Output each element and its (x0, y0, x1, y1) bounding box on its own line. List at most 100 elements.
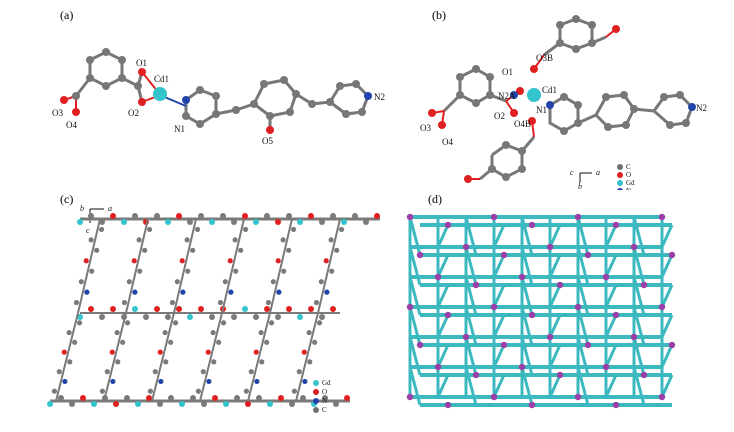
net-rod (576, 366, 590, 406)
ligand-atom (281, 268, 287, 274)
layer-atom (77, 314, 83, 320)
net-node (434, 363, 442, 371)
net-rod (548, 254, 562, 278)
net-node (518, 363, 526, 371)
net-node (406, 213, 414, 221)
panel-c-packing: b a c Gd O N C (47, 204, 380, 414)
panel-label-d: (d) (428, 192, 442, 206)
layer-atom (179, 401, 185, 407)
layer-atom (278, 395, 284, 401)
net-rod (436, 284, 450, 308)
net-rod (436, 374, 450, 398)
net-rod (576, 336, 590, 376)
net-node (490, 213, 498, 221)
ligand-pillar (77, 218, 101, 314)
ligand-atom (296, 369, 302, 375)
net-rod (464, 306, 478, 346)
net-rod (520, 216, 534, 256)
ligand-atom (334, 247, 340, 253)
net-node (528, 401, 536, 409)
net-rod (408, 366, 422, 406)
net-rod (492, 374, 506, 398)
ligand-atom (89, 268, 95, 274)
layer-atom (286, 306, 292, 312)
ligand-atom (338, 226, 345, 233)
ligand-atom (132, 289, 138, 295)
ligand-atom (286, 247, 292, 253)
net-rod (464, 216, 478, 256)
net-node (416, 341, 424, 349)
ligand-atom (275, 258, 281, 264)
ligand-atom (276, 289, 282, 295)
ligand-atom (124, 320, 131, 326)
net-rod (604, 284, 618, 308)
ligand-atom (328, 237, 334, 243)
ligand-atom (174, 279, 180, 285)
panel-label-b: (b) (432, 8, 446, 22)
layer-atom (198, 306, 204, 312)
net-node (612, 311, 620, 319)
net-node (584, 251, 592, 259)
ligand-pillar (295, 312, 319, 402)
layer-atom (124, 395, 130, 401)
layer-atom (132, 306, 138, 312)
net-rod (464, 276, 478, 316)
legend-b-c: C (626, 163, 631, 171)
ligand-atom (200, 369, 206, 375)
layer-atom (88, 306, 94, 312)
net-rod (492, 284, 506, 308)
layer-atom (297, 314, 303, 320)
layer-atom (190, 395, 196, 401)
layer-atom (289, 401, 295, 407)
ligand-atom (306, 329, 312, 336)
ligand-atom (190, 247, 196, 253)
net-rod (436, 314, 450, 338)
net-node (556, 281, 564, 289)
net-rod (408, 216, 422, 256)
layer-atom (264, 213, 270, 219)
net-node (602, 363, 610, 371)
layer-atom (168, 395, 174, 401)
net-rod (632, 276, 646, 316)
net-rod (632, 306, 646, 346)
ligand-atom (270, 279, 276, 285)
ligand-atom (51, 388, 58, 394)
ligand-atom (323, 258, 329, 264)
ligand-atom (83, 258, 89, 264)
net-node (640, 281, 648, 289)
net-rod (660, 314, 674, 338)
atom-label-o3: O3 (420, 123, 431, 133)
ligand-atom (73, 299, 80, 306)
net-rod (408, 246, 422, 286)
ligand-pillar (247, 312, 271, 402)
legend-c-o: O (322, 388, 327, 396)
atom-label-o5: O5 (262, 136, 273, 146)
layer-atom (264, 306, 270, 312)
layer-atom (220, 213, 226, 219)
ligand-pillar (151, 312, 175, 402)
layer-atom (231, 219, 237, 225)
ligand-atom (307, 359, 313, 365)
net-node (500, 251, 508, 259)
layer-atom (319, 314, 325, 320)
layer-atom (91, 401, 97, 407)
ligand-atom (206, 378, 212, 385)
layer-atom (165, 314, 171, 320)
net-node (416, 251, 424, 259)
net-node (546, 333, 554, 341)
net-rod (492, 224, 506, 248)
layer-atom (363, 219, 369, 225)
net-rod (520, 366, 534, 406)
layer-atom (201, 401, 207, 407)
layer-atom (209, 314, 215, 320)
ligand-atom (142, 247, 148, 253)
legend-b-gd: Gd (626, 179, 635, 187)
ligand-atom (88, 237, 94, 243)
net-node (528, 221, 536, 229)
atom-label-n2: N2 (696, 103, 707, 113)
atom-label-cd1: Cd1 (542, 85, 557, 95)
net-rod (548, 344, 562, 368)
net-rod (548, 374, 562, 398)
net-node (472, 281, 480, 289)
layer-atom (110, 306, 116, 312)
